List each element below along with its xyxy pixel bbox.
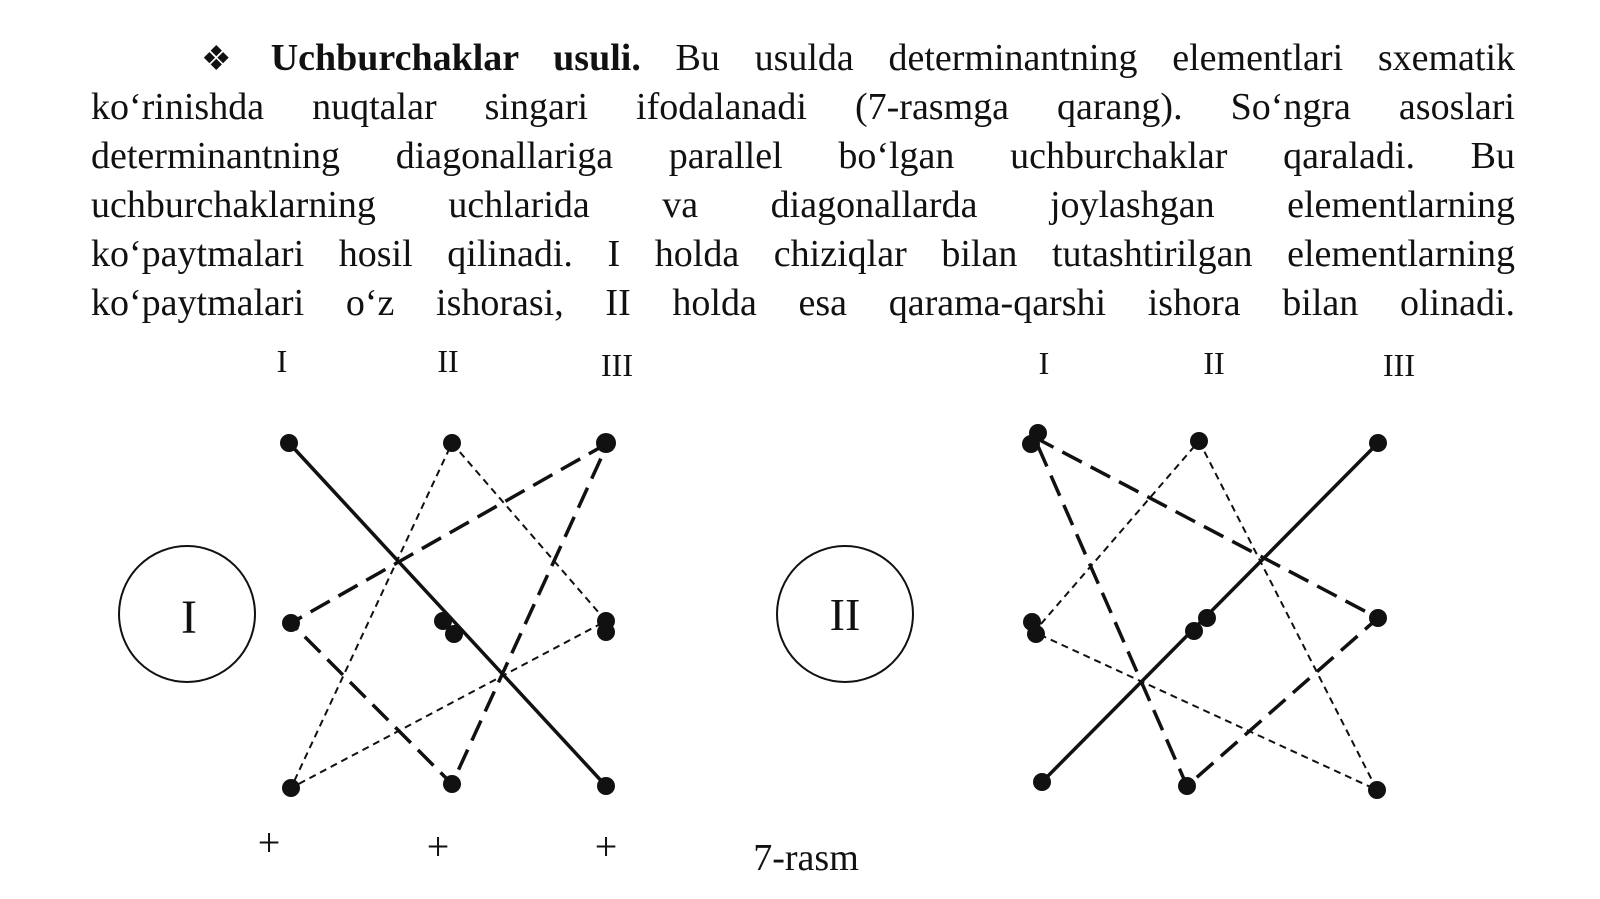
left-column-label-3: III: [601, 347, 633, 383]
left-circle: [118, 545, 256, 683]
right-point-a23: [1369, 609, 1387, 627]
right-point-a13: [1369, 434, 1387, 452]
right-point-a12: [1190, 432, 1208, 450]
right-short-dash-triangle: [1032, 440, 1380, 793]
left-column-label-2: II: [437, 343, 458, 379]
left-sign-3: +: [595, 824, 618, 869]
right-element-points: [1022, 424, 1387, 799]
right-column-label-1: I: [1039, 345, 1050, 381]
right-circle: [776, 545, 914, 683]
left-column-label-1: I: [277, 343, 288, 379]
right-long-dash-triangle: [1032, 435, 1382, 789]
left-long-dash-triangle: [288, 441, 610, 788]
right-point-a32: [1178, 777, 1196, 795]
left-point-a13: [596, 433, 616, 453]
right-point-a22-a: [1198, 609, 1216, 627]
left-point-a23-b: [597, 623, 615, 641]
left-point-a22-a: [434, 612, 452, 630]
paragraph-line-4: uchburchaklarning uchlarida va diagonall…: [91, 184, 1515, 226]
right-point-a33: [1368, 781, 1386, 799]
paragraph-line-2: koʻrinishda nuqtalar singari ifodalanadi…: [91, 86, 1515, 128]
diamond-bullet-icon: ❖: [201, 41, 257, 78]
left-element-points: [280, 433, 616, 797]
right-point-a31: [1033, 773, 1051, 791]
left-short-dash-triangle: [288, 442, 608, 791]
left-point-a33: [597, 777, 615, 795]
left-point-a11: [280, 434, 298, 452]
right-column-label-2: II: [1203, 345, 1224, 381]
left-diagram: I II III I + + +: [118, 343, 633, 869]
right-point-a22-b: [1185, 622, 1203, 640]
figure-caption: 7-rasm: [753, 837, 859, 879]
paragraph-line-6: koʻpaytmalari oʻz ishorasi, II holda esa…: [91, 282, 1515, 324]
right-point-a21-b: [1027, 625, 1045, 643]
left-sign-1: +: [258, 820, 281, 865]
left-circle-label: I: [181, 591, 197, 644]
section-title: Uchburchaklar usuli.: [270, 37, 641, 79]
left-point-a12: [443, 434, 461, 452]
left-point-a22-b: [445, 625, 463, 643]
paragraph-text: Bu usulda determinantning elementlari sx…: [675, 37, 1516, 79]
paragraph-line-3: determinantning diagonallariga parallel …: [91, 135, 1515, 177]
right-diagram: I II III II: [776, 345, 1415, 799]
left-point-a31: [282, 779, 300, 797]
right-column-label-3: III: [1383, 347, 1415, 383]
paragraph: ❖ Uchburchaklar usuli. Bu usulda determin…: [91, 34, 1515, 328]
left-point-a32: [443, 775, 461, 793]
left-sign-2: +: [427, 824, 450, 869]
left-point-a21: [282, 614, 300, 632]
right-circle-label: II: [830, 589, 861, 640]
paragraph-line-5: koʻpaytmalari hosil qilinadi. I holda ch…: [91, 233, 1515, 275]
right-point-a11-b: [1022, 435, 1040, 453]
paragraph-line-1: ❖ Uchburchaklar usuli. Bu usulda determin…: [91, 34, 1515, 83]
